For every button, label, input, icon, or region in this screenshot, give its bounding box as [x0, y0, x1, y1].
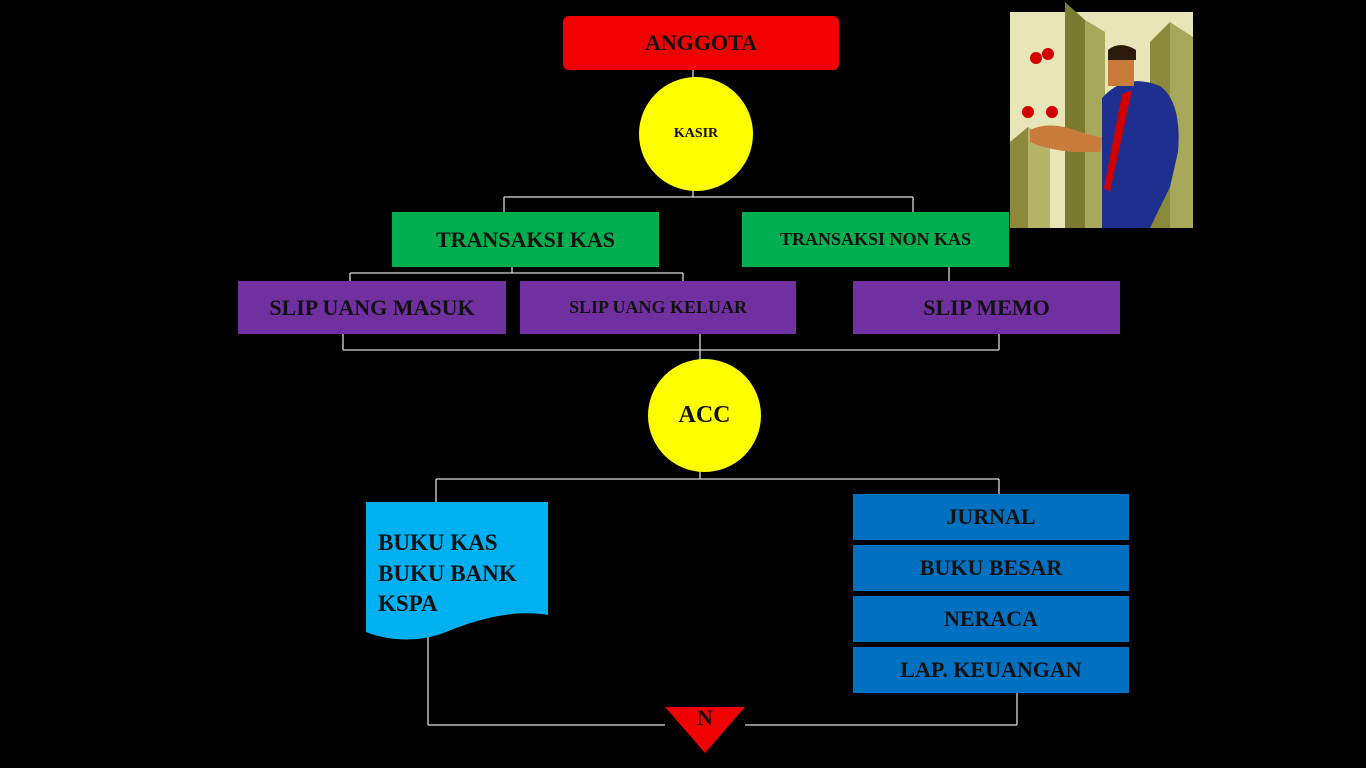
slip-uang-masuk-label: SLIP UANG MASUK: [269, 294, 475, 320]
report-buku-besar-box: BUKU BESAR: [853, 545, 1129, 591]
document-line: BUKU KAS: [378, 530, 498, 555]
report-label: BUKU BESAR: [919, 555, 1063, 580]
report-label: LAP. KEUANGAN: [900, 657, 1082, 682]
transaksi-non-kas-box: TRANSAKSI NON KAS: [742, 212, 1009, 267]
report-jurnal-box: JURNAL: [853, 494, 1129, 540]
report-lap-keuangan-box: LAP. KEUANGAN: [853, 647, 1129, 693]
document-shape: [366, 502, 548, 640]
slip-memo-label: SLIP MEMO: [923, 294, 1050, 320]
acc-label: ACC: [678, 402, 731, 428]
acc-circle: ACC: [648, 359, 761, 472]
document-text: BUKU KAS BUKU BANK KSPA: [378, 528, 517, 620]
kasir-label: KASIR: [673, 126, 719, 141]
slip-uang-keluar-label: SLIP UANG KELUAR: [568, 297, 748, 317]
merge-label: N: [697, 705, 713, 730]
slip-uang-masuk-box: SLIP UANG MASUK: [238, 281, 506, 334]
slip-memo-box: SLIP MEMO: [853, 281, 1120, 334]
merge-triangle-icon: [665, 707, 745, 753]
transaksi-kas-label: TRANSAKSI KAS: [435, 226, 616, 252]
document-line: BUKU BANK: [378, 560, 517, 586]
report-label: NERACA: [943, 606, 1039, 631]
slip-uang-keluar-box: SLIP UANG KELUAR: [520, 281, 796, 334]
report-label: JURNAL: [946, 504, 1036, 529]
kasir-circle: KASIR: [639, 77, 753, 191]
document-line: KSPA: [378, 591, 438, 616]
report-neraca-box: NERACA: [853, 596, 1129, 642]
transaksi-kas-box: TRANSAKSI KAS: [392, 212, 659, 267]
anggota-label: ANGGOTA: [644, 30, 758, 55]
businessman-juggling-icon: [1010, 2, 1193, 228]
anggota-box: ANGGOTA: [563, 16, 839, 70]
transaksi-non-kas-label: TRANSAKSI NON KAS: [779, 229, 972, 249]
